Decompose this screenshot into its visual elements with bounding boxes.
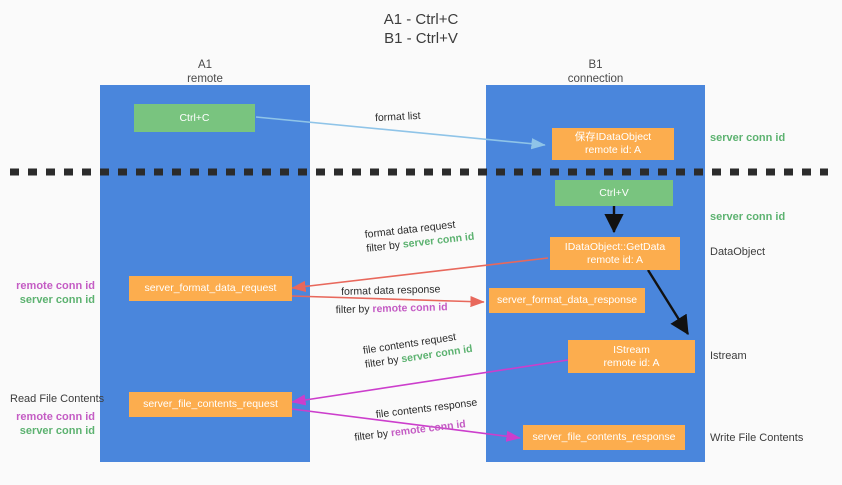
node-save-idataobject[interactable]: 保存IDataObject remote id: A <box>552 128 674 160</box>
annotation-server-conn-id-file: server conn id <box>19 425 95 437</box>
column-a1-name: A1 <box>197 59 213 71</box>
node-idataobject-getdata-line2: remote id: A <box>586 253 644 266</box>
node-ctrl-c-label: Ctrl+C <box>179 111 210 124</box>
title-line-1: A1 - Ctrl+C <box>383 11 459 28</box>
node-server-file-contents-response[interactable]: server_file_contents_response <box>523 425 685 450</box>
diagram-title: A1 - Ctrl+C B1 - Ctrl+V <box>0 10 842 48</box>
node-server-file-contents-response-label: server_file_contents_response <box>532 431 676 443</box>
edge-label-format-data-response-line2: filter by remote conn id <box>335 301 448 317</box>
edge-label-format-list: format list <box>374 109 421 125</box>
column-caption-a1: A1 remote <box>100 58 310 86</box>
node-save-idataobject-line1: 保存IDataObject <box>574 131 652 143</box>
edge-label-format-data-response-line1: format data response <box>341 283 441 298</box>
annotation-istream: Istream <box>710 350 747 362</box>
edge-label-file-contents-request: file contents request filter by server c… <box>362 328 473 372</box>
annotation-read-file-contents: Read File Contents <box>10 393 105 405</box>
annotation-write-file-contents: Write File Contents <box>710 432 804 444</box>
annotation-server-conn-id-top: server conn id <box>710 132 786 144</box>
annotation-server-conn-id-mid: server conn id <box>710 211 786 223</box>
node-server-format-data-response-label: server_format_data_response <box>496 294 638 306</box>
node-server-file-contents-request[interactable]: server_file_contents_request <box>129 392 292 417</box>
annotation-dataobject: DataObject <box>710 246 766 258</box>
annotation-remote-conn-id-file: remote conn id <box>16 411 95 423</box>
node-idataobject-getdata[interactable]: IDataObject::GetData remote id: A <box>550 237 680 270</box>
node-idataobject-getdata-line1: IDataObject::GetData <box>564 240 666 253</box>
annotation-remote-conn-id-format: remote conn id <box>16 280 95 292</box>
node-server-format-data-response[interactable]: server_format_data_response <box>489 288 645 313</box>
node-server-format-data-request-label: server_format_data_request <box>144 282 277 294</box>
annotation-server-conn-id-format: server conn id <box>19 294 95 306</box>
node-server-format-data-request[interactable]: server_format_data_request <box>129 276 292 301</box>
column-caption-b1: B1 connection <box>486 58 705 86</box>
annotation-group-left-file: remote conn id server conn id <box>10 410 95 438</box>
edge-label-format-data-response: format data response filter by remote co… <box>335 282 448 317</box>
node-istream-line1: IStream <box>613 343 650 356</box>
node-istream[interactable]: IStream remote id: A <box>568 340 695 373</box>
node-ctrl-v[interactable]: Ctrl+V <box>555 180 673 206</box>
edge-label-file-contents-response: file contents response filter by remote … <box>354 396 481 444</box>
column-b1-role: connection <box>567 73 624 85</box>
node-save-idataobject-line2: remote id: A <box>584 144 642 156</box>
node-ctrl-c[interactable]: Ctrl+C <box>134 104 255 132</box>
node-server-file-contents-request-label: server_file_contents_request <box>143 398 278 410</box>
edge-label-file-contents-response-line2: filter by remote conn id <box>353 418 467 444</box>
annotation-group-left-format: remote conn id server conn id <box>10 279 95 307</box>
title-line-2: B1 - Ctrl+V <box>384 30 458 47</box>
node-ctrl-v-label: Ctrl+V <box>599 186 629 199</box>
column-b1-name: B1 <box>588 59 603 71</box>
node-istream-line2: remote id: A <box>603 356 660 369</box>
edge-label-format-data-request: format data request filter by server con… <box>364 216 475 256</box>
column-a1-role: remote <box>187 73 223 85</box>
